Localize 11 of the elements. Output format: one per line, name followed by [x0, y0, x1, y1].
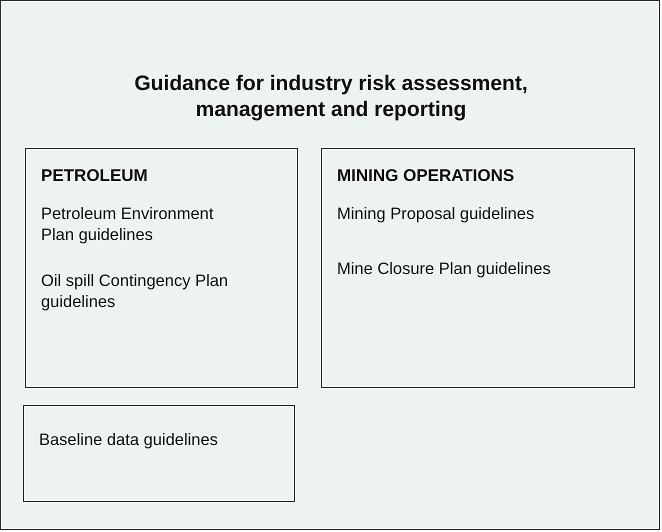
category-box — [23, 405, 295, 502]
heading: PETROLEUM — [41, 165, 149, 186]
guideline-text: Oil spill Contingency Plan guidelines — [41, 271, 230, 312]
guideline-text: Petroleum Environment Plan guidelines — [41, 204, 214, 246]
guideline-text: Mine Closure Plan guidelines — [337, 259, 552, 280]
title: Guidance for industry risk assessment, management and reporting — [133, 71, 529, 124]
guideline-text: Baseline data guidelines — [39, 430, 219, 451]
heading: MINING OPERATIONS — [337, 165, 516, 186]
category-box — [25, 148, 298, 388]
category-box — [321, 148, 635, 388]
guideline-text: Mining Proposal guidelines — [337, 204, 536, 225]
